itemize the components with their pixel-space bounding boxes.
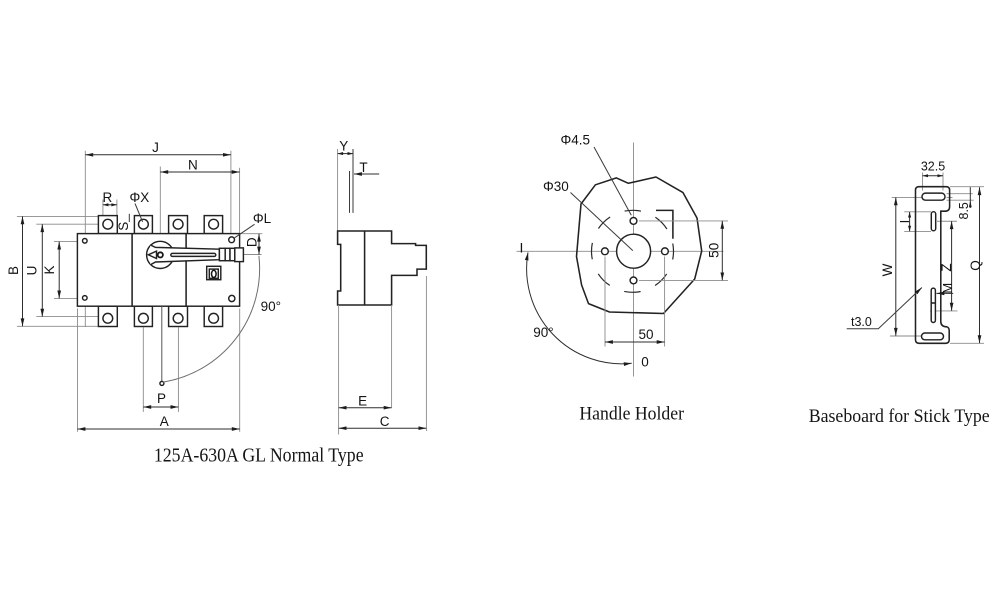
svg-text:C: C bbox=[380, 414, 390, 429]
svg-text:50: 50 bbox=[706, 243, 721, 258]
svg-text:B: B bbox=[6, 266, 21, 275]
svg-text:90°: 90° bbox=[533, 325, 553, 340]
svg-text:J: J bbox=[152, 140, 159, 155]
svg-text:Φ4.5: Φ4.5 bbox=[561, 133, 591, 148]
svg-text:ΦL: ΦL bbox=[253, 211, 272, 226]
svg-text:R: R bbox=[103, 190, 113, 205]
svg-text:U: U bbox=[25, 266, 40, 276]
svg-text:50: 50 bbox=[638, 327, 653, 342]
svg-text:N: N bbox=[188, 158, 198, 173]
svg-text:Z: Z bbox=[939, 263, 954, 271]
svg-text:I: I bbox=[897, 220, 912, 224]
svg-text:Φ30: Φ30 bbox=[543, 179, 569, 194]
svg-text:T: T bbox=[359, 160, 367, 175]
svg-text:P: P bbox=[157, 391, 166, 406]
svg-text:E: E bbox=[358, 394, 367, 409]
svg-text:8.5: 8.5 bbox=[957, 202, 971, 219]
svg-text:M: M bbox=[940, 283, 955, 294]
svg-text:K: K bbox=[42, 265, 57, 274]
svg-text:S: S bbox=[116, 222, 131, 231]
svg-text:32.5: 32.5 bbox=[921, 160, 945, 174]
svg-text:ΦX: ΦX bbox=[130, 190, 150, 205]
svg-text:D: D bbox=[245, 237, 260, 247]
svg-text:W: W bbox=[880, 263, 895, 276]
svg-text:Baseboard for Stick Type: Baseboard for Stick Type bbox=[809, 406, 990, 427]
svg-text:t3.0: t3.0 bbox=[851, 315, 872, 329]
svg-text:Y: Y bbox=[339, 139, 348, 154]
svg-text:A: A bbox=[160, 414, 169, 429]
svg-text:Q: Q bbox=[968, 260, 983, 271]
svg-text:125A-630A GL Normal Type: 125A-630A GL Normal Type bbox=[154, 445, 364, 467]
svg-text:I: I bbox=[520, 240, 524, 256]
svg-text:90°: 90° bbox=[261, 299, 281, 314]
svg-text:Handle Holder: Handle Holder bbox=[579, 404, 684, 424]
svg-text:0: 0 bbox=[641, 355, 649, 370]
